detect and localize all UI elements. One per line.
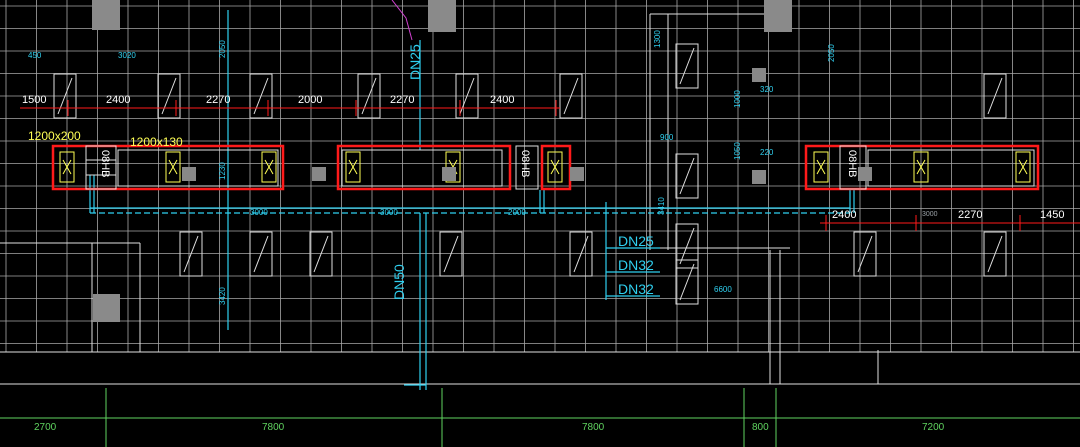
fan-coil-units xyxy=(51,144,1040,191)
air-diffusers xyxy=(59,151,1031,183)
dim-right-3: 1450 xyxy=(1040,209,1064,221)
reference-line xyxy=(391,0,413,41)
fcu-left xyxy=(51,144,285,191)
svg-text:800: 800 xyxy=(752,422,769,433)
svg-text:3410: 3410 xyxy=(657,197,666,215)
svg-text:7800: 7800 xyxy=(262,422,285,433)
dim-top-3: 2000 xyxy=(298,94,322,106)
svg-text:3000: 3000 xyxy=(380,208,398,217)
svg-text:450: 450 xyxy=(28,51,42,60)
svg-text:220: 220 xyxy=(760,148,774,157)
duct-size-label-1: 1200x200 xyxy=(28,129,81,143)
light-fixtures xyxy=(53,43,1007,305)
svg-text:1000: 1000 xyxy=(733,90,742,108)
svg-text:2050: 2050 xyxy=(827,44,836,62)
dim-top-2: 2270 xyxy=(206,94,230,106)
svg-text:3020: 3020 xyxy=(118,51,136,60)
svg-text:900: 900 xyxy=(660,133,674,142)
pipe-label-dn25: DN25 xyxy=(618,233,654,249)
svg-text:320: 320 xyxy=(760,85,774,94)
axis-dimension-labels: 2700 7800 7800 800 7200 xyxy=(34,422,945,433)
pipe-label-dn32-a: DN32 xyxy=(618,257,654,273)
small-dimension-labels: 450 3020 2050 2050 1230 1300 3420 900 10… xyxy=(28,30,836,305)
svg-text:1050: 1050 xyxy=(733,142,742,160)
top-dimension-labels: 1500 2400 2270 2000 2270 2400 xyxy=(22,94,514,106)
svg-text:2050: 2050 xyxy=(218,40,227,58)
ceiling-grid xyxy=(0,0,1080,352)
right-dimension-labels: 2400 3000 2270 1450 xyxy=(832,209,1064,221)
svg-text:2000: 2000 xyxy=(508,208,526,217)
svg-text:3420: 3420 xyxy=(218,287,227,305)
dim-right-2: 2270 xyxy=(958,209,982,221)
dim-top-1: 2400 xyxy=(106,94,130,106)
dim-right-0: 2400 xyxy=(832,209,856,221)
svg-text:2700: 2700 xyxy=(34,422,57,433)
svg-text:1300: 1300 xyxy=(653,30,662,48)
duct-size-label-2: 1200x130 xyxy=(130,135,183,149)
dim-top-4: 2270 xyxy=(390,94,414,106)
dim-top-0: 1500 xyxy=(22,94,46,106)
dim-top-5: 2400 xyxy=(490,94,514,106)
unit-label-right: 08HB xyxy=(846,150,858,178)
pipe-label-dn50: DN50 xyxy=(391,264,407,300)
axis-dimension-lines xyxy=(0,388,1080,447)
pipe-label-dn32-b: DN32 xyxy=(618,281,654,297)
pipe-label-dn25-vertical: DN25 xyxy=(407,44,423,80)
svg-text:3000: 3000 xyxy=(250,208,268,217)
access-panels xyxy=(182,68,872,184)
dim-right-1: 3000 xyxy=(922,211,938,218)
dimension-lines xyxy=(20,100,1080,231)
unit-label-left: 08HB xyxy=(99,150,111,178)
unit-label-middle: 08HB xyxy=(519,150,531,178)
fcu-right xyxy=(804,144,1040,191)
svg-text:7200: 7200 xyxy=(922,422,945,433)
water-pipes xyxy=(89,10,855,390)
walls xyxy=(0,13,1080,419)
fcu-middle xyxy=(336,144,512,191)
svg-text:1230: 1230 xyxy=(218,162,227,180)
svg-text:7800: 7800 xyxy=(582,422,605,433)
svg-text:6600: 6600 xyxy=(714,285,732,294)
structural-columns xyxy=(92,0,792,322)
